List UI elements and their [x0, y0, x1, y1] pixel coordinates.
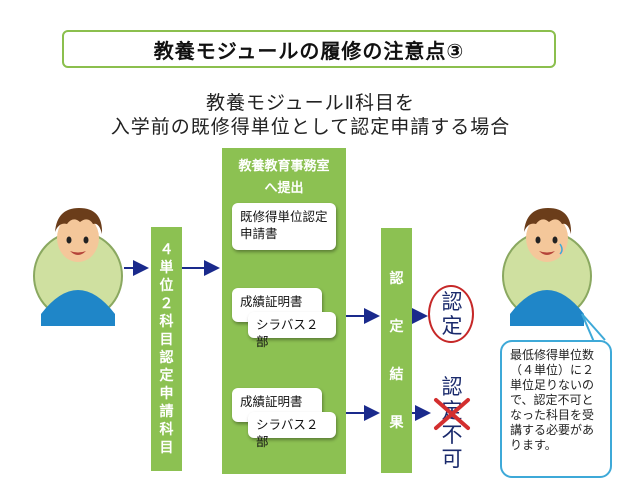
callout-text: 最低修得単位数（４単位）に２単位足りないので、認定不可となった科目を受講する必要… — [510, 348, 595, 452]
result-column-char-1: 認 — [389, 270, 404, 287]
approved-char-1: 認 — [441, 290, 463, 314]
result-column: 認定結果 — [381, 228, 412, 473]
application-column-char-8: 定 — [159, 368, 174, 384]
result-column-char-2: 定 — [389, 318, 404, 335]
application-form-doc: 既修得単位認定 申請書 — [232, 203, 336, 250]
application-column-char-2: 単 — [159, 260, 174, 276]
approved-circle — [428, 285, 474, 343]
syllabus-label-2: シラバス２部 — [256, 417, 319, 449]
callout-tail-left — [581, 313, 595, 343]
application-column-char-9: 申 — [159, 386, 174, 402]
grade-certificate-label-2: 成績証明書 — [240, 394, 303, 409]
student-left-icon — [33, 208, 123, 326]
callout-note: 最低修得単位数（４単位）に２単位足りないので、認定不可となった科目を受講する必要… — [500, 340, 612, 478]
application-column-char-12: 目 — [159, 440, 174, 456]
application-column-char-7: 認 — [159, 350, 174, 366]
application-form-line1: 既修得単位認定 — [240, 209, 328, 224]
reject-cross-icon — [434, 398, 470, 430]
application-form-line2: 申請書 — [240, 226, 278, 241]
office-heading: 教養教育事務室 へ提出 — [222, 156, 346, 200]
office-heading-line1: 教養教育事務室 — [238, 159, 330, 174]
result-column-char-3: 結 — [389, 366, 404, 383]
approved-label: 認 定 — [440, 290, 464, 338]
application-column-char-6: 目 — [159, 332, 174, 348]
application-column-char-4: ２ — [159, 296, 174, 312]
rejected-char-3: 不 — [441, 423, 463, 447]
page-title: 教養モジュールの履修の注意点③ — [153, 38, 465, 63]
approved-char-2: 定 — [441, 314, 463, 338]
application-column-char-11: 科 — [159, 422, 174, 438]
title-box: 教養モジュールの履修の注意点③ — [62, 30, 556, 68]
rejected-char-4: 可 — [441, 447, 463, 471]
result-column-text: 認定結果 — [381, 228, 412, 473]
office-heading-line2: へ提出 — [264, 181, 304, 196]
subtitle-line1: 教養モジュールⅡ科目を — [205, 92, 416, 114]
student-right-icon — [502, 208, 592, 326]
application-column-char-10: 請 — [159, 404, 174, 420]
application-column-char-1: ４ — [159, 242, 174, 258]
callout-tail-right — [581, 313, 606, 341]
subtitle-line2: 入学前の既修得単位として認定申請する場合 — [110, 116, 511, 138]
syllabus-doc-1: シラバス２部 — [248, 312, 336, 349]
syllabus-doc-2: シラバス２部 — [248, 412, 336, 449]
application-column-char-5: 科 — [159, 314, 174, 330]
grade-certificate-label-1: 成績証明書 — [240, 294, 303, 309]
application-column-char-3: 位 — [159, 278, 174, 294]
rejected-char-1: 認 — [441, 375, 463, 399]
syllabus-label-1: シラバス２部 — [256, 317, 319, 349]
result-column-char-4: 果 — [389, 414, 404, 431]
